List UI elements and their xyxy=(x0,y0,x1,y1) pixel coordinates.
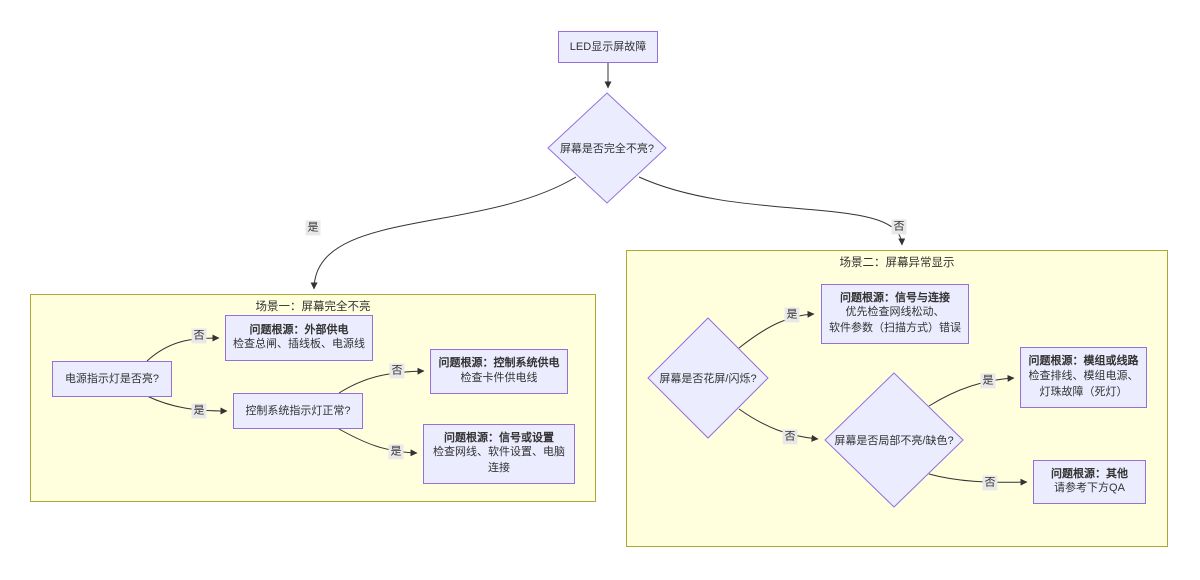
edge-label-flicker-no: 否 xyxy=(782,429,798,445)
edge-decision-no-to-scenario2 xyxy=(638,176,906,246)
module-circuit-desc-line2: 灯珠故障（死灯） xyxy=(1039,385,1128,398)
edge-label-ctrl-yes: 是 xyxy=(388,444,404,460)
other-title: 问题根源：其他 xyxy=(1051,467,1128,480)
signal-setting-node: 问题根源：信号或设置 检查网线、软件设置、电脑连接 xyxy=(423,424,575,484)
edge-label-main-yes: 是 xyxy=(305,220,321,236)
flicker-decision-label: 屏幕是否花屏/闪烁? xyxy=(659,373,757,385)
external-power-title: 问题根源：外部供电 xyxy=(249,323,349,336)
scenario1-title: 场景一：屏幕完全不亮 xyxy=(255,301,371,313)
edge-decision-yes-to-scenario1 xyxy=(310,176,577,290)
ctrl-question-node: 控制系统指示灯正常? xyxy=(233,393,363,429)
signal-setting-title: 问题根源：信号或设置 xyxy=(444,431,554,444)
partial-decision-label: 屏幕是否局部不亮/缺色? xyxy=(834,435,954,447)
ctrl-power-title: 问题根源：控制系统供电 xyxy=(438,357,560,370)
root-node: LED显示屏故障 xyxy=(558,31,658,63)
root-node-label: LED显示屏故障 xyxy=(569,40,647,53)
edge-label-main-no: 否 xyxy=(891,219,907,235)
signal-connection-title: 问题根源：信号与连接 xyxy=(840,291,950,304)
edge-label-power-yes: 是 xyxy=(191,403,207,419)
ctrl-power-desc: 检查卡件供电线 xyxy=(460,371,538,384)
edge-label-partial-yes: 是 xyxy=(980,373,996,389)
external-power-desc: 检查总闸、插线板、电源线 xyxy=(233,338,365,351)
module-circuit-node: 问题根源：模组或线路 检查排线、模组电源、 灯珠故障（死灯） xyxy=(1020,347,1147,408)
signal-connection-desc-line2: 软件参数（扫描方式）错误 xyxy=(829,322,961,335)
edge-label-partial-no: 否 xyxy=(982,475,998,491)
signal-connection-desc-line1: 优先检查网线松动、 xyxy=(845,306,945,319)
module-circuit-title: 问题根源：模组或线路 xyxy=(1028,355,1139,368)
edge-label-power-no: 否 xyxy=(191,328,207,344)
scenario2-title: 场景二：屏幕异常显示 xyxy=(839,257,955,269)
edge-label-ctrl-no: 否 xyxy=(389,363,405,379)
ctrl-power-node: 问题根源：控制系统供电 检查卡件供电线 xyxy=(430,349,568,394)
signal-connection-node: 问题根源：信号与连接 优先检查网线松动、 软件参数（扫描方式）错误 xyxy=(821,284,969,344)
external-power-node: 问题根源：外部供电 检查总闸、插线板、电源线 xyxy=(225,315,373,361)
edge-label-flicker-yes: 是 xyxy=(784,307,800,323)
main-decision-label: 屏幕是否完全不亮? xyxy=(559,143,655,155)
other-desc: 请参考下方QA xyxy=(1054,482,1125,495)
module-circuit-desc-line1: 检查排线、模组电源、 xyxy=(1028,369,1139,382)
other-node: 问题根源：其他 请参考下方QA xyxy=(1033,460,1146,504)
signal-setting-desc: 检查网线、软件设置、电脑连接 xyxy=(433,446,565,475)
power-question-node: 电源指示灯是否亮? xyxy=(52,361,172,397)
